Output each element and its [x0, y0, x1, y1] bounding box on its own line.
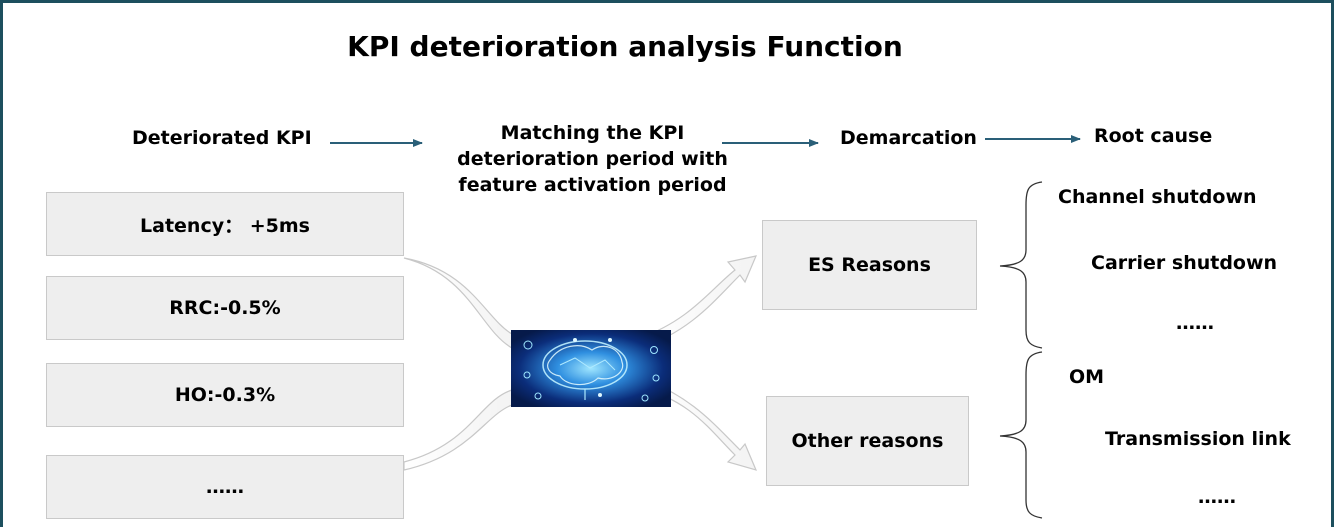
cause-carrier-shutdown: Carrier shutdown [1091, 252, 1278, 274]
cause-transmission-link: Transmission link [1105, 428, 1291, 450]
cause-es-more: …… [1176, 312, 1214, 334]
flow-step-demarcation: Demarcation [840, 127, 977, 149]
cause-other-more: …… [1198, 486, 1236, 508]
diagram-title: KPI deterioration analysis Function [347, 30, 903, 63]
kpi-box-rrc: RRC:-0.5% [46, 276, 404, 340]
curve-arrow-out-es [639, 255, 758, 349]
reason-box-es: ES Reasons [762, 220, 977, 310]
curve-arrow-in-top [403, 257, 513, 350]
flow-step-deteriorated-kpi: Deteriorated KPI [132, 127, 312, 149]
kpi-box-latency: Latency： +5ms [46, 192, 404, 256]
cause-om: OM [1069, 366, 1105, 388]
flow-step-matching: Matching the KPI deterioration period wi… [457, 122, 728, 196]
kpi-box-more: …… [46, 455, 404, 519]
reason-box-other: Other reasons [766, 396, 969, 486]
ai-brain-icon [511, 330, 671, 407]
brace-other [999, 351, 1043, 519]
flow-step-root-cause: Root cause [1094, 125, 1213, 147]
curve-arrow-in-bottom [403, 389, 513, 471]
kpi-box-ho: HO:-0.3% [46, 363, 404, 427]
cause-channel-shutdown: Channel shutdown [1058, 186, 1257, 208]
brace-es [999, 181, 1043, 349]
